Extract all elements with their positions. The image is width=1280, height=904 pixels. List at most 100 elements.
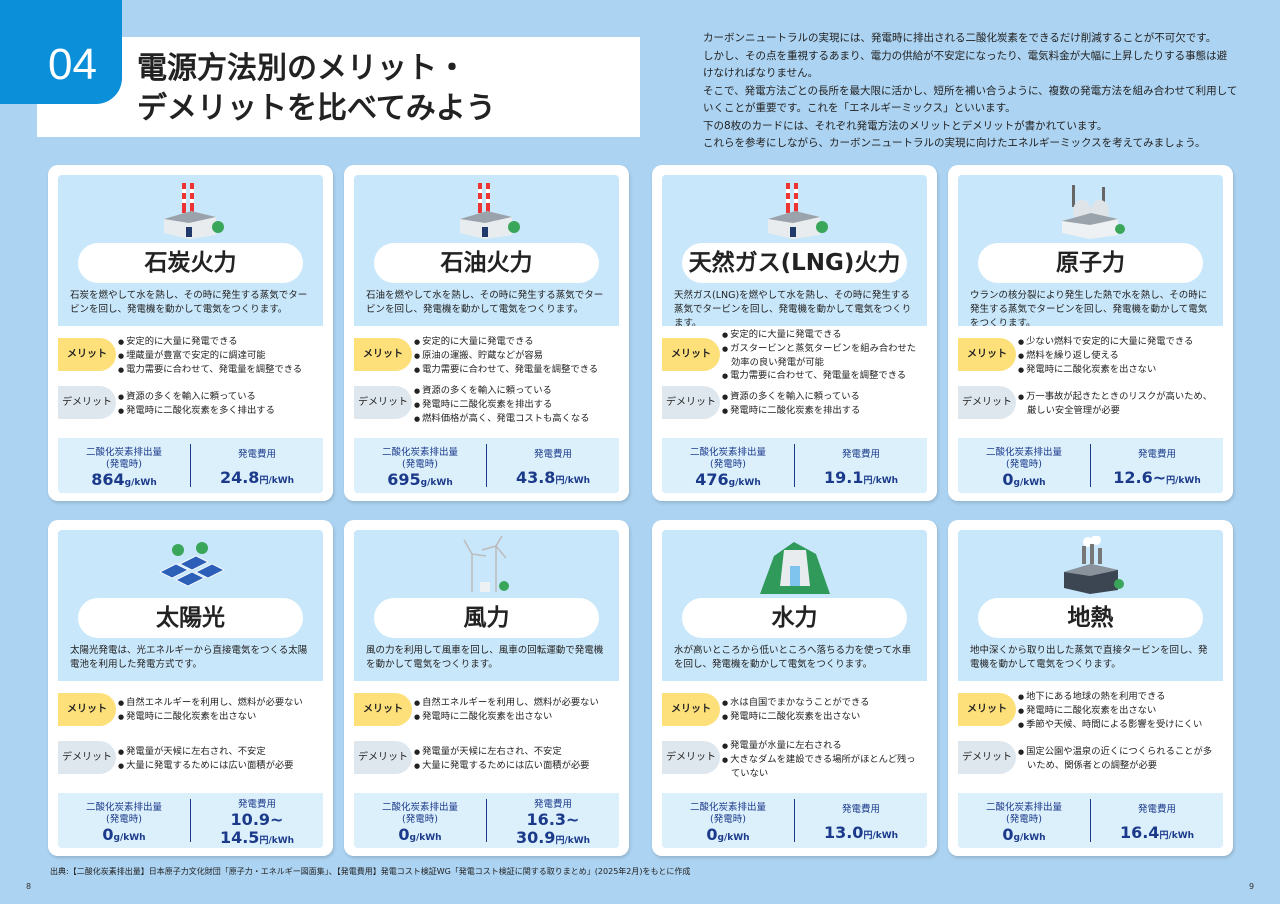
cost-unit: 円/kWh bbox=[555, 836, 591, 846]
merit-item: 水は自国でまかなうことができる bbox=[722, 696, 923, 710]
intro-line: 下の8枚のカードには、それぞれ発電方法のメリットとデメリットが書かれています。 bbox=[703, 119, 1108, 132]
power-source-description: 地中深くから取り出した蒸気で直接タービンを回し、発電機を動かして電気をつくります… bbox=[970, 645, 1208, 670]
merit-item: 安定的に大量に発電できる bbox=[118, 335, 319, 349]
cost-unit: 円/kWh bbox=[1166, 476, 1201, 486]
co2-value: 476 bbox=[695, 470, 729, 489]
merit-item: 少ない燃料で安定的に大量に発電できる bbox=[1018, 335, 1219, 349]
merit-item: 原油の運搬、貯蔵などが容易 bbox=[414, 349, 615, 363]
generation-cost-stat: 発電費用 19.1円/kWh bbox=[795, 438, 927, 493]
co2-value: 695 bbox=[387, 470, 421, 489]
demerit-list: 資源の多くを輸入に頼っている発電時に二酸化炭素を排出する燃料価格が高く、発電コス… bbox=[414, 384, 615, 426]
thermal-plant-icon bbox=[662, 181, 927, 241]
demerit-item: 国定公園や温泉の近くにつくられることが多いため、関係者との調整が必要 bbox=[1018, 745, 1219, 772]
demerit-item: 燃料価格が高く、発電コストも高くなる bbox=[414, 412, 615, 426]
power-source-card[interactable]: 石油火力 石油を燃やして水を熱し、その時に発生する蒸気でタービンを回し、発電機を… bbox=[344, 165, 629, 501]
power-source-card[interactable]: 石炭火力 石炭を燃やして水を熱し、その時に発生する蒸気でタービンを回し、発電機を… bbox=[48, 165, 333, 501]
power-source-description: ウランの核分裂により発生した熱で水を熱し、その時に発生する蒸気でタービンを回し、… bbox=[970, 290, 1208, 329]
demerit-item: 大きなダムを建設できる場所がほとんど残っていない bbox=[722, 753, 923, 780]
power-source-card[interactable]: 地熱 地中深くから取り出した蒸気で直接タービンを回し、発電機を動かして電気をつく… bbox=[948, 520, 1233, 856]
co2-label: 二酸化炭素排出量 bbox=[985, 802, 1062, 813]
co2-sublabel: (発電時) bbox=[710, 814, 746, 825]
intro-line: いくことが重要です。これを「エネルギーミックス」といいます。 bbox=[703, 102, 1016, 114]
power-source-description: 天然ガス(LNG)を燃やして水を熱し、その時に発生する蒸気でタービンを回し、発電… bbox=[674, 290, 912, 329]
cost-label: 発電費用 bbox=[237, 449, 276, 460]
merit-item: 自然エネルギーを利用し、燃料が必要ない bbox=[414, 696, 615, 710]
demerit-label: デメリット bbox=[58, 741, 116, 774]
merit-label: メリット bbox=[354, 693, 412, 726]
power-source-card[interactable]: 水力 水が高いところから低いところへ落ちる力を使って水車を回し、発電機を動かして… bbox=[652, 520, 937, 856]
power-source-name: 石油火力 bbox=[374, 243, 599, 283]
merit-item: 地下にある地球の熱を利用できる bbox=[1018, 690, 1219, 704]
co2-label: 二酸化炭素排出量 bbox=[381, 447, 458, 458]
merit-label: メリット bbox=[958, 338, 1016, 371]
co2-label: 二酸化炭素排出量 bbox=[689, 447, 766, 458]
generation-cost-stat: 発電費用 13.0円/kWh bbox=[795, 793, 927, 848]
power-source-name: 石炭火力 bbox=[78, 243, 303, 283]
intro-line: けなければなりません。 bbox=[703, 67, 819, 79]
demerit-item: 発電時に二酸化炭素を多く排出する bbox=[118, 404, 319, 418]
power-source-card[interactable]: 太陽光 太陽光発電は、光エネルギーから直接電気をつくる太陽電池を利用した発電方式… bbox=[48, 520, 333, 856]
generation-cost-stat: 発電費用 12.6~円/kWh bbox=[1091, 438, 1223, 493]
demerit-list: 国定公園や温泉の近くにつくられることが多いため、関係者との調整が必要 bbox=[1018, 745, 1219, 772]
demerit-label: デメリット bbox=[662, 741, 720, 774]
merit-label: メリット bbox=[958, 693, 1016, 726]
co2-emission-stat: 二酸化炭素排出量 (発電時) 695g/kWh bbox=[354, 444, 487, 489]
cost-value: 13.0 bbox=[823, 823, 864, 842]
intro-line: カーボンニュートラルの実現には、発電時に排出される二酸化炭素をできるだけ削減する… bbox=[703, 32, 1217, 44]
power-source-description: 石炭を燃やして水を熱し、その時に発生する蒸気でタービンを回し、発電機を動かして電… bbox=[70, 290, 308, 315]
co2-unit: g/kWh bbox=[1013, 478, 1046, 488]
solar-panel-icon bbox=[58, 536, 323, 596]
co2-value: 0 bbox=[1002, 470, 1014, 489]
cost-unit: 円/kWh bbox=[1159, 831, 1195, 841]
power-source-name: 風力 bbox=[374, 598, 599, 638]
demerit-label: デメリット bbox=[958, 741, 1016, 774]
demerit-label: デメリット bbox=[58, 386, 116, 419]
merit-item: 電力需要に合わせて、発電量を調整できる bbox=[118, 363, 319, 377]
power-source-card[interactable]: 風力 風の力を利用して風車を回し、風車の回転運動で発電機を動かして電気をつくりま… bbox=[344, 520, 629, 856]
co2-emission-stat: 二酸化炭素排出量 (発電時) 0g/kWh bbox=[354, 799, 487, 844]
cost-unit: 円/kWh bbox=[863, 831, 899, 841]
co2-value: 0 bbox=[1002, 825, 1014, 844]
cost-label: 発電費用 bbox=[841, 449, 880, 460]
merit-list: 安定的に大量に発電できるガスタービンと蒸気タービンを組み合わせた効率の良い発電が… bbox=[722, 328, 923, 383]
cost-label: 発電費用 bbox=[1137, 449, 1176, 460]
cost-value-upper: 30.9 bbox=[515, 828, 556, 847]
generation-cost-stat: 発電費用 43.8円/kWh bbox=[487, 438, 619, 493]
cost-label: 発電費用 bbox=[1137, 804, 1176, 815]
power-source-card[interactable]: 原子力 ウランの核分裂により発生した熱で水を熱し、その時に発生する蒸気でタービン… bbox=[948, 165, 1233, 501]
power-source-card[interactable]: 天然ガス(LNG)火力 天然ガス(LNG)を燃やして水を熱し、その時に発生する蒸… bbox=[652, 165, 937, 501]
merit-item: 埋蔵量が豊富で安定的に調達可能 bbox=[118, 349, 319, 363]
merit-item: 発電時に二酸化炭素を出さない bbox=[1018, 363, 1219, 377]
cost-unit: 円/kWh bbox=[259, 476, 295, 486]
demerit-item: 発電時に二酸化炭素を排出する bbox=[414, 398, 615, 412]
demerit-list: 発電量が水量に左右される大きなダムを建設できる場所がほとんど残っていない bbox=[722, 739, 923, 780]
page-number-right: 9 bbox=[1249, 882, 1255, 891]
demerit-label: デメリット bbox=[354, 386, 412, 419]
cost-value: 16.4 bbox=[1119, 823, 1160, 842]
merit-label: メリット bbox=[662, 693, 720, 726]
co2-value: 0 bbox=[102, 825, 114, 844]
co2-emission-stat: 二酸化炭素排出量 (発電時) 864g/kWh bbox=[58, 444, 191, 489]
merit-list: 安定的に大量に発電できる埋蔵量が豊富で安定的に調達可能電力需要に合わせて、発電量… bbox=[118, 335, 319, 377]
demerit-item: 大量に発電するためには広い面積が必要 bbox=[414, 759, 615, 773]
demerit-list: 発電量が天候に左右され、不安定大量に発電するためには広い面積が必要 bbox=[118, 745, 319, 773]
demerit-list: 資源の多くを輸入に頼っている発電時に二酸化炭素を排出する bbox=[722, 390, 923, 418]
co2-sublabel: (発電時) bbox=[402, 814, 438, 825]
merit-label: メリット bbox=[58, 338, 116, 371]
cost-value: 16.3~ bbox=[526, 810, 580, 829]
cost-label: 発電費用 bbox=[237, 799, 276, 810]
co2-label: 二酸化炭素排出量 bbox=[85, 447, 162, 458]
co2-unit: g/kWh bbox=[728, 478, 761, 488]
co2-label: 二酸化炭素排出量 bbox=[689, 802, 766, 813]
cost-unit: 円/kWh bbox=[259, 836, 295, 846]
demerit-label: デメリット bbox=[958, 386, 1016, 419]
cost-value: 24.8 bbox=[219, 468, 260, 487]
merit-label: メリット bbox=[58, 693, 116, 726]
power-source-description: 水が高いところから低いところへ落ちる力を使って水車を回し、発電機を動かして電気を… bbox=[674, 645, 912, 670]
generation-cost-stat: 発電費用 10.9~14.5円/kWh bbox=[191, 793, 323, 848]
merit-item: 安定的に大量に発電できる bbox=[414, 335, 615, 349]
demerit-item: 発電量が天候に左右され、不安定 bbox=[414, 745, 615, 759]
co2-unit: g/kWh bbox=[409, 833, 442, 843]
co2-emission-stat: 二酸化炭素排出量 (発電時) 0g/kWh bbox=[58, 799, 191, 844]
cost-value: 12.6~ bbox=[1113, 468, 1167, 487]
